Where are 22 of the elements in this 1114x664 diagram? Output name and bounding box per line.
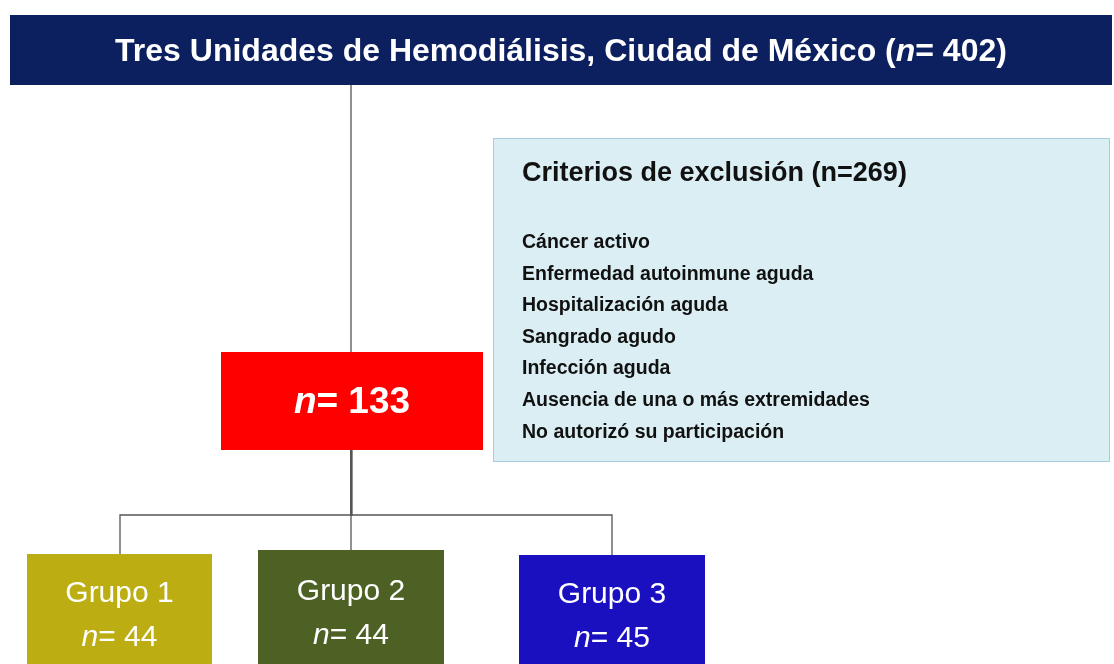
criteria-item: Hospitalización aguda <box>522 292 728 318</box>
group-box <box>258 550 444 664</box>
criteria-item: No autorizó su participación <box>522 418 785 444</box>
total-box <box>221 352 483 450</box>
count-label: n= 44 <box>313 616 389 652</box>
criteria-item: Infección aguda <box>522 355 671 381</box>
group-label: Grupo 2 <box>296 572 406 608</box>
group-box <box>519 555 705 664</box>
count-label: n= 44 <box>81 618 158 654</box>
criteria-heading: Criterios de exclusión (n=269) <box>522 157 907 188</box>
count-label: n= 133 <box>293 380 411 422</box>
title-text: Tres Unidades de Hemodiálisis, Ciudad de México (n= 402) <box>115 31 1007 69</box>
criteria-item: Sangrado agudo <box>522 323 676 349</box>
criteria-item: Ausencia de una o más extremidades <box>522 386 870 412</box>
group-box <box>27 554 212 664</box>
criteria-item: Cáncer activo <box>522 229 650 254</box>
title-banner <box>10 15 1112 85</box>
exclusion-criteria-box <box>493 138 1110 462</box>
group-label: Grupo 1 <box>65 574 174 610</box>
group-label: Grupo 3 <box>557 574 667 611</box>
criteria-item: Enfermedad autoinmune aguda <box>522 260 814 286</box>
count-label: n= 45 <box>574 618 650 655</box>
